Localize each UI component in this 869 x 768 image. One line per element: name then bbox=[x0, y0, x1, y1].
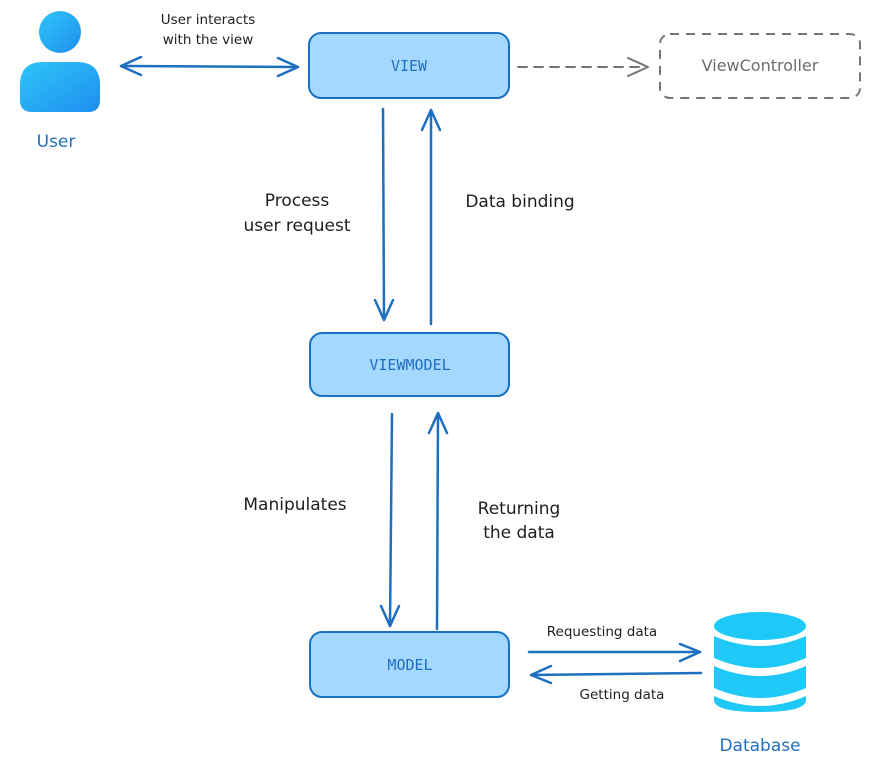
user-view-label-2: with the view bbox=[163, 32, 253, 48]
viewmodel-node[interactable]: VIEWMODEL bbox=[309, 332, 510, 397]
view-controller-arrow bbox=[517, 57, 649, 77]
user-icon bbox=[20, 11, 100, 112]
returning-label-1: Returning bbox=[478, 499, 561, 519]
returning-data-arrow bbox=[427, 411, 449, 631]
database-label: Database bbox=[719, 736, 800, 756]
data-binding-arrow bbox=[420, 108, 442, 326]
manipulates-arrow bbox=[379, 412, 401, 628]
user-view-label-1: User interacts bbox=[161, 12, 256, 28]
view-label: VIEW bbox=[391, 57, 428, 75]
requesting-data-arrow bbox=[527, 642, 702, 663]
process-request-arrow bbox=[373, 107, 395, 322]
requesting-label: Requesting data bbox=[547, 624, 657, 640]
view-controller-node[interactable]: ViewController bbox=[659, 33, 861, 99]
view-controller-label: ViewController bbox=[702, 56, 819, 75]
view-node[interactable]: VIEW bbox=[308, 32, 510, 99]
model-label: MODEL bbox=[387, 656, 432, 674]
user-view-arrow bbox=[119, 55, 300, 78]
database-icon bbox=[714, 612, 806, 712]
manipulates-label: Manipulates bbox=[243, 495, 346, 515]
getting-label: Getting data bbox=[580, 687, 665, 703]
viewmodel-label: VIEWMODEL bbox=[369, 356, 450, 374]
getting-data-arrow bbox=[529, 664, 703, 685]
data-binding-label: Data binding bbox=[465, 192, 574, 212]
model-node[interactable]: MODEL bbox=[309, 631, 510, 698]
process-label-2: user request bbox=[243, 216, 350, 236]
returning-label-2: the data bbox=[483, 523, 555, 543]
user-label: User bbox=[37, 132, 76, 152]
process-label-1: Process bbox=[265, 191, 330, 211]
